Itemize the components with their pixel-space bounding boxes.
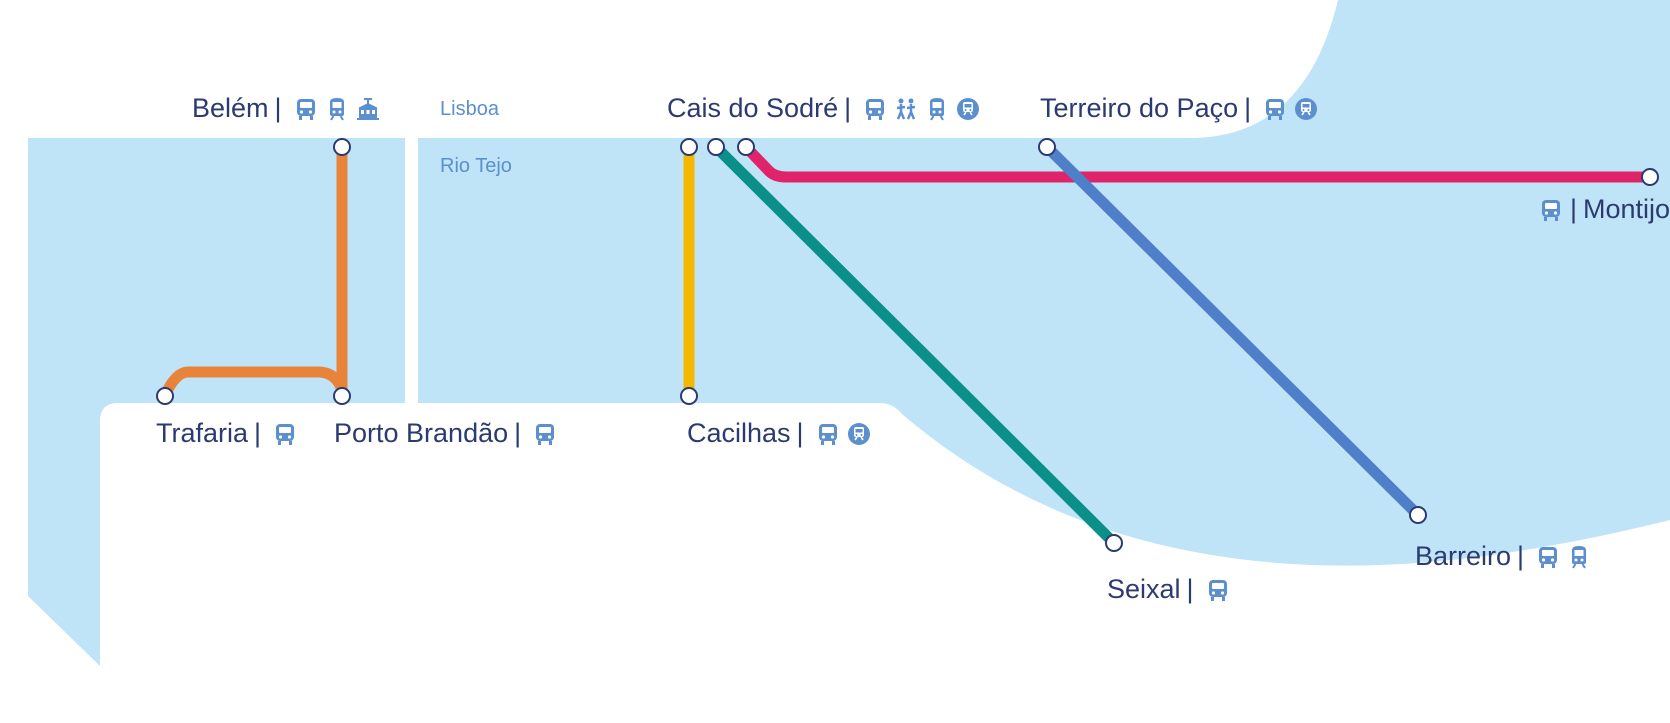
station-montijo[interactable]: | Montijo bbox=[1533, 196, 1670, 223]
stop-porto-brandao[interactable] bbox=[333, 387, 351, 405]
station-name: Cacilhas bbox=[687, 418, 791, 448]
station-cacilhas[interactable]: Cacilhas | bbox=[687, 420, 872, 447]
bus-icon bbox=[272, 421, 298, 447]
metro-icon bbox=[846, 421, 872, 447]
station-name: Barreiro bbox=[1415, 541, 1512, 571]
bus-icon bbox=[293, 96, 319, 122]
bus-icon bbox=[532, 421, 558, 447]
metro-icon bbox=[955, 96, 981, 122]
bus-icon bbox=[1262, 96, 1288, 122]
stop-montijo[interactable] bbox=[1641, 168, 1659, 186]
tram-icon bbox=[355, 96, 381, 122]
separator: | bbox=[254, 418, 262, 448]
stop-trafaria[interactable] bbox=[156, 387, 174, 405]
train-icon bbox=[924, 96, 950, 122]
walking-icon bbox=[893, 96, 919, 122]
separator: | bbox=[796, 418, 804, 448]
train-icon bbox=[324, 96, 350, 122]
train-icon bbox=[1566, 544, 1592, 570]
bus-icon bbox=[1535, 544, 1561, 570]
stop-belem[interactable] bbox=[333, 138, 351, 156]
station-terreiro-do-paco[interactable]: Terreiro do Paço | bbox=[1040, 95, 1319, 122]
station-trafaria[interactable]: Trafaria | bbox=[156, 420, 298, 447]
bus-icon bbox=[1538, 197, 1564, 223]
separator: | bbox=[844, 93, 852, 123]
route-cais-montijo bbox=[742, 143, 1648, 183]
station-name: Seixal bbox=[1107, 574, 1181, 604]
river-water bbox=[28, 0, 1670, 666]
separator: | bbox=[514, 418, 522, 448]
station-name: Belém bbox=[192, 93, 269, 123]
route-cais-seixal bbox=[712, 143, 1118, 547]
station-name: Montijo bbox=[1582, 194, 1670, 224]
bus-icon bbox=[862, 96, 888, 122]
rio-tejo-label: Rio Tejo bbox=[440, 155, 512, 177]
station-name: Trafaria bbox=[156, 418, 249, 448]
stop-cais-do-sodre-2[interactable] bbox=[707, 138, 725, 156]
separator: | bbox=[1244, 93, 1252, 123]
station-name: Terreiro do Paço bbox=[1040, 93, 1239, 123]
bus-icon bbox=[815, 421, 841, 447]
station-barreiro[interactable]: Barreiro | bbox=[1415, 543, 1592, 570]
bus-icon bbox=[1205, 577, 1231, 603]
stop-terreiro-do-paco[interactable] bbox=[1038, 138, 1056, 156]
separator: | bbox=[274, 93, 282, 123]
station-cais-do-sodre[interactable]: Cais do Sodré | bbox=[667, 95, 981, 122]
stop-cais-do-sodre-3[interactable] bbox=[737, 138, 755, 156]
stop-barreiro[interactable] bbox=[1409, 506, 1427, 524]
station-name: Porto Brandão bbox=[334, 418, 509, 448]
route-terreiro-barreiro bbox=[1043, 143, 1422, 519]
station-seixal[interactable]: Seixal | bbox=[1107, 576, 1231, 603]
separator: | bbox=[1186, 574, 1194, 604]
metro-icon bbox=[1293, 96, 1319, 122]
stop-seixal[interactable] bbox=[1105, 534, 1123, 552]
station-name: Cais do Sodré bbox=[667, 93, 839, 123]
station-porto-brandao[interactable]: Porto Brandão | bbox=[334, 420, 558, 447]
station-belem[interactable]: Belém | bbox=[192, 95, 381, 122]
stop-cacilhas[interactable] bbox=[680, 387, 698, 405]
stop-cais-do-sodre-1[interactable] bbox=[680, 138, 698, 156]
route-belem-trafaria bbox=[160, 147, 348, 398]
separator: | bbox=[1569, 194, 1577, 224]
separator: | bbox=[1517, 541, 1525, 571]
lisboa-label: Lisboa bbox=[440, 98, 499, 120]
